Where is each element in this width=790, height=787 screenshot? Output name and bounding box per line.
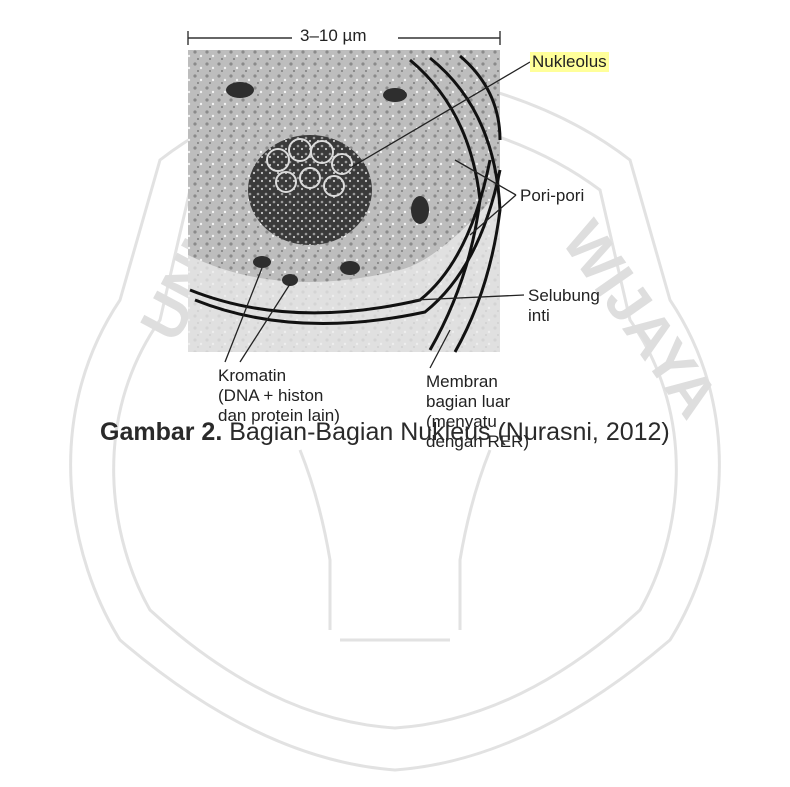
caption-text: Bagian-Bagian Nukleus (Nurasni, 2012) bbox=[229, 418, 670, 446]
label-pori-pori: Pori-pori bbox=[520, 186, 584, 206]
micrograph-image bbox=[188, 50, 500, 352]
figure-caption: Gambar 2. Bagian-Bagian Nukleus (Nurasni… bbox=[100, 418, 760, 447]
label-kromatin: Kromatin (DNA + histon dan protein lain) bbox=[218, 366, 340, 426]
caption-prefix: Gambar 2. bbox=[100, 418, 222, 446]
label-nukleolus: Nukleolus bbox=[530, 52, 609, 72]
scale-label: 3–10 µm bbox=[300, 26, 367, 46]
label-selubung-inti: Selubung inti bbox=[528, 286, 600, 326]
